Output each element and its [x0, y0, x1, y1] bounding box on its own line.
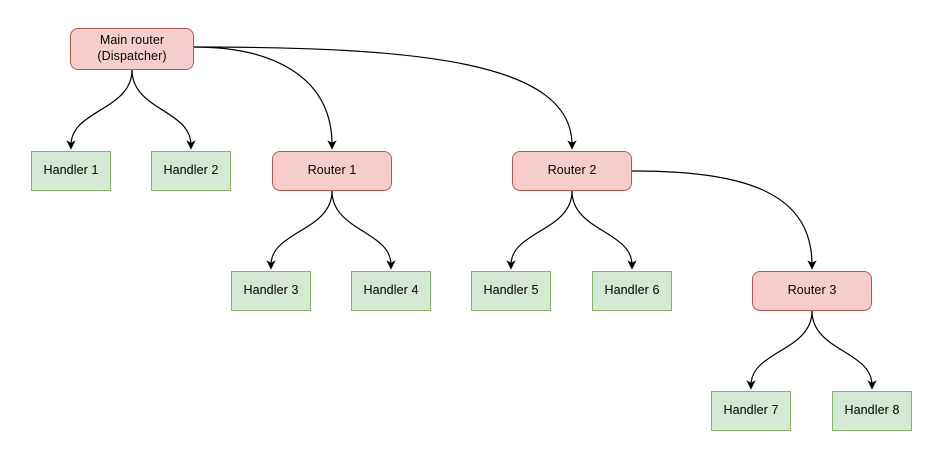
- node-label-handler-3: Handler 3: [243, 283, 299, 298]
- node-handler-1[interactable]: Handler 1: [31, 151, 111, 191]
- edge-router1-handler3: [266, 190, 333, 270]
- node-handler-4[interactable]: Handler 4: [351, 271, 431, 311]
- node-label-handler-7: Handler 7: [723, 403, 779, 418]
- node-router-2[interactable]: Router 2: [512, 151, 632, 191]
- node-handler-6[interactable]: Handler 6: [592, 271, 672, 311]
- edge-router1-handler4: [331, 190, 396, 270]
- node-handler-8[interactable]: Handler 8: [832, 391, 912, 431]
- edge-main-router1: [193, 46, 337, 150]
- node-label-handler-5: Handler 5: [483, 283, 539, 298]
- node-handler-3[interactable]: Handler 3: [231, 271, 311, 311]
- node-handler-7[interactable]: Handler 7: [711, 391, 791, 431]
- node-label-handler-6: Handler 6: [604, 283, 660, 298]
- node-label-router-2: Router 2: [547, 163, 597, 178]
- node-label-handler-8: Handler 8: [844, 403, 900, 418]
- node-router-1[interactable]: Router 1: [272, 151, 392, 191]
- node-label-handler-4: Handler 4: [363, 283, 419, 298]
- edge-router3-handler7: [746, 310, 813, 390]
- edge-router2-handler5: [506, 190, 573, 270]
- edge-router3-handler8: [811, 310, 877, 390]
- edge-router2-handler6: [571, 190, 637, 270]
- edge-router2-router3: [631, 170, 817, 270]
- node-label-main-router: Main router (Dispatcher): [97, 33, 167, 63]
- edge-main-handler2: [131, 69, 196, 150]
- node-handler-5[interactable]: Handler 5: [471, 271, 551, 311]
- node-label-handler-2: Handler 2: [163, 163, 219, 178]
- edge-main-handler1: [66, 69, 133, 150]
- node-main-router[interactable]: Main router (Dispatcher): [70, 28, 194, 70]
- node-router-3[interactable]: Router 3: [752, 271, 872, 311]
- node-label-handler-1: Handler 1: [43, 163, 99, 178]
- node-handler-2[interactable]: Handler 2: [151, 151, 231, 191]
- edge-main-router2: [193, 46, 577, 150]
- node-label-router-1: Router 1: [307, 163, 357, 178]
- edge-group: [66, 46, 877, 390]
- node-label-router-3: Router 3: [787, 283, 837, 298]
